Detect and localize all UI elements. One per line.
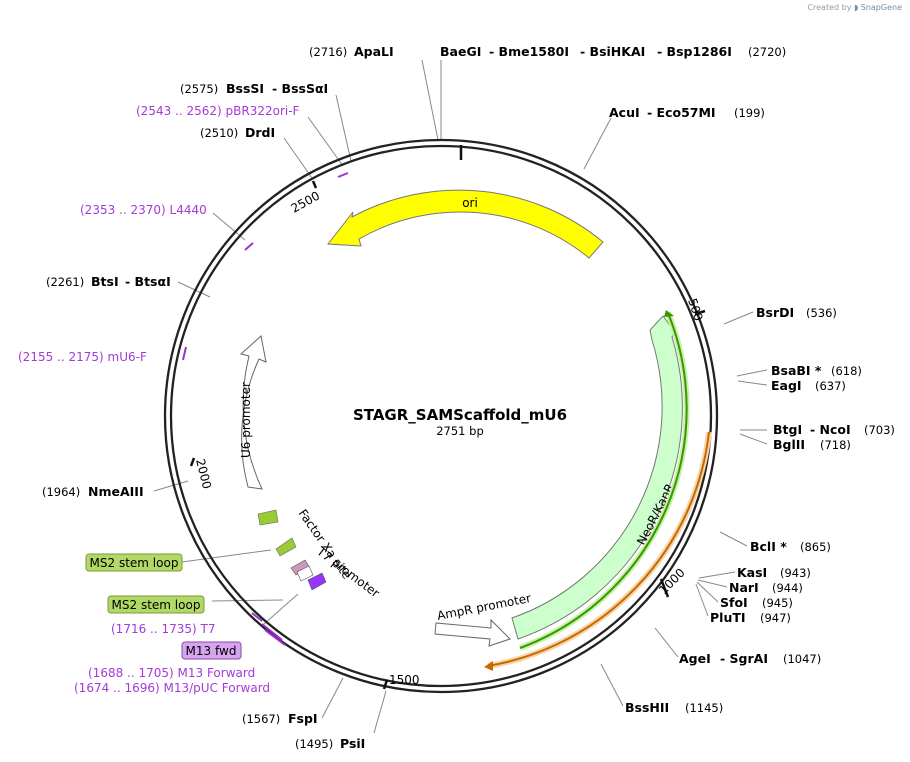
baegi-label[interactable]: BaeGI [440, 44, 481, 59]
bsrdi-label[interactable]: BsrDI [756, 305, 794, 320]
pluti-label[interactable]: PluTI [710, 610, 746, 625]
m13-fwd-box[interactable] [181, 641, 242, 660]
bsabi-pos: (618) [831, 364, 862, 378]
ampr-promoter-arrow [434, 618, 511, 647]
bsrdi-pos: (536) [806, 306, 837, 320]
nmeaiii-pos: (1964) [42, 485, 80, 499]
tick-label-1000: 1000 [656, 566, 687, 597]
ms2-stem-loop-2-label: MS2 stem loop [112, 598, 201, 612]
agei-label[interactable]: AgeI [679, 651, 711, 666]
ori-arrow [327, 189, 604, 259]
eagi-label[interactable]: EagI [771, 378, 802, 393]
fspi-label[interactable]: FspI [288, 711, 318, 726]
btsi-pos: (2261) [46, 275, 84, 289]
tick-marks [189, 145, 706, 690]
nmeaiii-label[interactable]: NmeAIII [88, 484, 144, 499]
apali-pos: (2716) [309, 45, 347, 59]
bsssi-label[interactable]: BssSI [226, 81, 264, 96]
bsssi-pos: (2575) [180, 82, 218, 96]
t7-promoter-label: T7 promoter [313, 544, 382, 601]
orange-line-arrowhead [484, 661, 493, 671]
snapgene-credit: Created by ◗ SnapGene [807, 3, 902, 12]
ms2-stem-loop-2-mark [275, 537, 297, 557]
bglii-label[interactable]: BglII [773, 437, 805, 452]
bsp1286i-label[interactable]: - Bsp1286I [657, 44, 732, 59]
ms2-stem-loop-2-box[interactable] [107, 595, 205, 614]
bcli-pos: (865) [800, 540, 831, 554]
tick-label-500: 500 [685, 297, 705, 323]
bsshii-label[interactable]: BssHII [625, 700, 669, 715]
ori-label: ori [462, 196, 478, 210]
bcli-label[interactable]: BclI * [750, 539, 787, 554]
psii-pos: (1495) [295, 737, 333, 751]
apali-label[interactable]: ApaLI [354, 44, 394, 59]
bsabi-label[interactable]: BsaBI * [771, 363, 822, 378]
acui-pos: (199) [734, 106, 765, 120]
ms2-stem-loop-1-mark [257, 509, 279, 526]
neo-arrow [511, 315, 683, 640]
t7-promoter-mark [296, 565, 314, 582]
nari-label[interactable]: NarI [729, 580, 759, 595]
m13-fwd-label: M13 fwd [186, 644, 237, 658]
u6-promoter-label: U6 promoter [239, 382, 253, 458]
leader-lines [153, 59, 768, 734]
u6-promoter-arrow [239, 335, 267, 490]
tick-label-2500: 2500 [289, 189, 323, 216]
ncoi-label[interactable]: - NcoI [810, 422, 851, 437]
kasi-pos: (943) [780, 566, 811, 580]
backbone-outer [163, 138, 719, 694]
sfoi-label[interactable]: SfoI [720, 595, 748, 610]
green-line-arrowhead [664, 310, 674, 317]
t7-primer-mark [307, 572, 327, 591]
primer-marks [182, 172, 349, 646]
btgi-pos: (703) [864, 423, 895, 437]
psii-label[interactable]: PsiI [340, 736, 365, 751]
btsi-label[interactable]: BtsI [91, 274, 119, 289]
primer-t7[interactable]: (1716 .. 1735) T7 [111, 622, 215, 636]
agei-pos: (1047) [783, 652, 821, 666]
drdi-label[interactable]: DrdI [245, 125, 275, 140]
fspi-pos: (1567) [242, 712, 280, 726]
primer-mu6-f[interactable]: (2155 .. 2175) mU6-F [18, 350, 147, 364]
pluti-pos: (947) [760, 611, 791, 625]
bsihkai-label[interactable]: - BsiHKAI [580, 44, 645, 59]
primer-m13-puc-forward[interactable]: (1674 .. 1696) M13/pUC Forward [74, 681, 270, 695]
nari-pos: (944) [772, 581, 803, 595]
acui-label[interactable]: AcuI [609, 105, 640, 120]
bsssai-label[interactable]: - BssSαI [272, 81, 328, 96]
tick-label-1500: 1500 [389, 673, 420, 687]
ms2-stem-loop-1-box[interactable] [85, 553, 183, 572]
sgrai-label[interactable]: - SgrAI [720, 651, 768, 666]
bme1580i-label[interactable]: - Bme1580I [489, 44, 569, 59]
primer-m13-forward[interactable]: (1688 .. 1705) M13 Forward [88, 666, 255, 680]
backbone-inner [169, 144, 713, 688]
bglii-pos: (718) [820, 438, 851, 452]
baegi-pos: (2720) [748, 45, 786, 59]
plasmid-length: 2751 bp [436, 424, 484, 438]
primer-l4440[interactable]: (2353 .. 2370) L4440 [80, 203, 207, 217]
bsshii-pos: (1145) [685, 701, 723, 715]
ms2-stem-loop-1-label: MS2 stem loop [90, 556, 179, 570]
btsai-label[interactable]: - BtsαI [125, 274, 171, 289]
plasmid-name: STAGR_SAMScaffold_mU6 [353, 406, 567, 424]
drdi-pos: (2510) [200, 126, 238, 140]
eco57mi-label[interactable]: - Eco57MI [647, 105, 716, 120]
green-line [519, 312, 688, 649]
tick-label-2000: 2000 [193, 457, 214, 490]
sfoi-pos: (945) [762, 596, 793, 610]
snapgene-logo-icon: ◗ [853, 3, 859, 12]
orange-line [487, 431, 710, 667]
kasi-label[interactable]: KasI [737, 565, 767, 580]
primer-pbr322ori-f[interactable]: (2543 .. 2562) pBR322ori-F [136, 104, 300, 118]
btgi-label[interactable]: BtgI [773, 422, 802, 437]
eagi-pos: (637) [815, 379, 846, 393]
